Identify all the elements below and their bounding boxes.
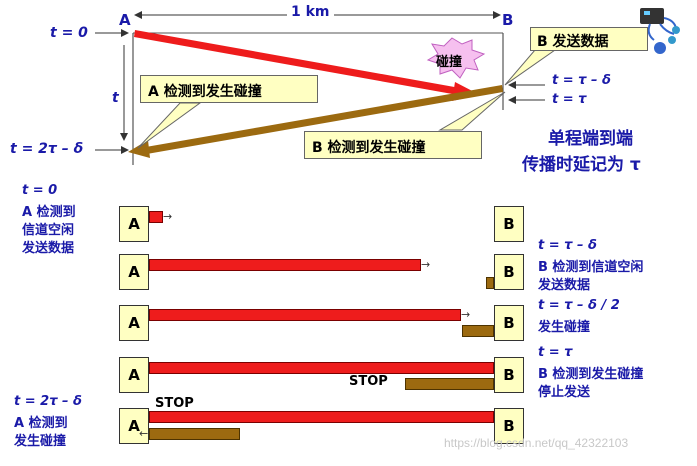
row4-a-signal — [149, 362, 494, 374]
row4-text-line2: B 检测到发生碰撞 — [538, 367, 644, 382]
row4-b-signal — [405, 378, 494, 390]
b-detects-callout: B 检测到发生碰撞 — [304, 131, 482, 159]
row3-station-a: A — [119, 305, 149, 341]
row5-a-signal — [149, 411, 494, 423]
time-end-label: t = 2τ – δ — [10, 141, 84, 157]
row3-b-signal — [462, 325, 494, 337]
row1-text-line4: 发送数据 — [22, 241, 75, 256]
row1-text-line2: A 检测到 — [22, 205, 76, 220]
row4-time-label: t = τ — [538, 345, 573, 360]
row5-b-signal — [149, 428, 240, 440]
row3-arrow-icon: → — [461, 308, 471, 321]
collision-label: 碰撞 — [436, 55, 463, 70]
row1-arrow-icon: → — [163, 210, 173, 223]
signal-a-to-b — [134, 30, 460, 95]
signal-b-to-a — [140, 85, 503, 155]
row2-time-label: t = τ – δ — [538, 238, 597, 253]
row1-time-label: t = 0 — [22, 183, 58, 198]
row5-stop-label: STOP — [155, 396, 194, 411]
network-device-icon — [640, 8, 680, 54]
row4-text-line3: 停止发送 — [538, 385, 591, 400]
row5-text-line2: A 检测到 — [14, 416, 68, 431]
time-start-label: t = 0 — [50, 25, 88, 41]
row3-text-line2: 发生碰撞 — [538, 320, 591, 335]
row1-text-line3: 信道空闲 — [22, 223, 75, 238]
distance-label: 1 km — [287, 4, 334, 20]
row2-text-line3: 发送数据 — [538, 278, 591, 293]
timing-diagram — [95, 8, 680, 165]
row2-arrow-icon: → — [421, 258, 431, 271]
row1-a-signal — [149, 211, 163, 223]
row4-station-b: B — [494, 357, 524, 393]
row1-station-a: A — [119, 206, 149, 242]
row2-text-line2: B 检测到信道空闲 — [538, 260, 644, 275]
delay-note-line1: 单程端到端 — [548, 129, 633, 149]
row3-time-label: t = τ – δ / 2 — [538, 298, 620, 313]
row5-text-line3: 发生碰撞 — [14, 434, 67, 449]
row5-arrow-icon: ← — [139, 427, 149, 440]
time-b-detect-label: t = τ — [552, 92, 587, 107]
row4-stop-label: STOP — [349, 374, 388, 389]
station-b-label: B — [502, 11, 514, 29]
time-b-start-label: t = τ – δ — [552, 73, 611, 88]
row3-a-signal — [149, 309, 461, 321]
station-a-label: A — [119, 11, 131, 29]
row5-time-label: t = 2τ – δ — [14, 394, 82, 409]
delay-note-line2: 传播时延记为 τ — [522, 155, 641, 175]
b-sends-callout: B 发送数据 — [530, 27, 648, 51]
row4-station-a: A — [119, 357, 149, 393]
row5-station-b: B — [494, 408, 524, 444]
row2-a-signal — [149, 259, 421, 271]
row2-station-a: A — [119, 254, 149, 290]
collision-burst — [426, 37, 486, 79]
row2-b-signal — [486, 277, 494, 289]
row5-station-a: A — [119, 408, 149, 444]
time-axis-label: t — [112, 90, 119, 106]
a-detects-callout: A 检测到发生碰撞 — [140, 75, 318, 103]
row2-station-b: B — [494, 254, 524, 290]
watermark: https://blog.csdn.net/qq_42322103 — [444, 436, 629, 450]
row3-station-b: B — [494, 305, 524, 341]
row1-station-b: B — [494, 206, 524, 242]
